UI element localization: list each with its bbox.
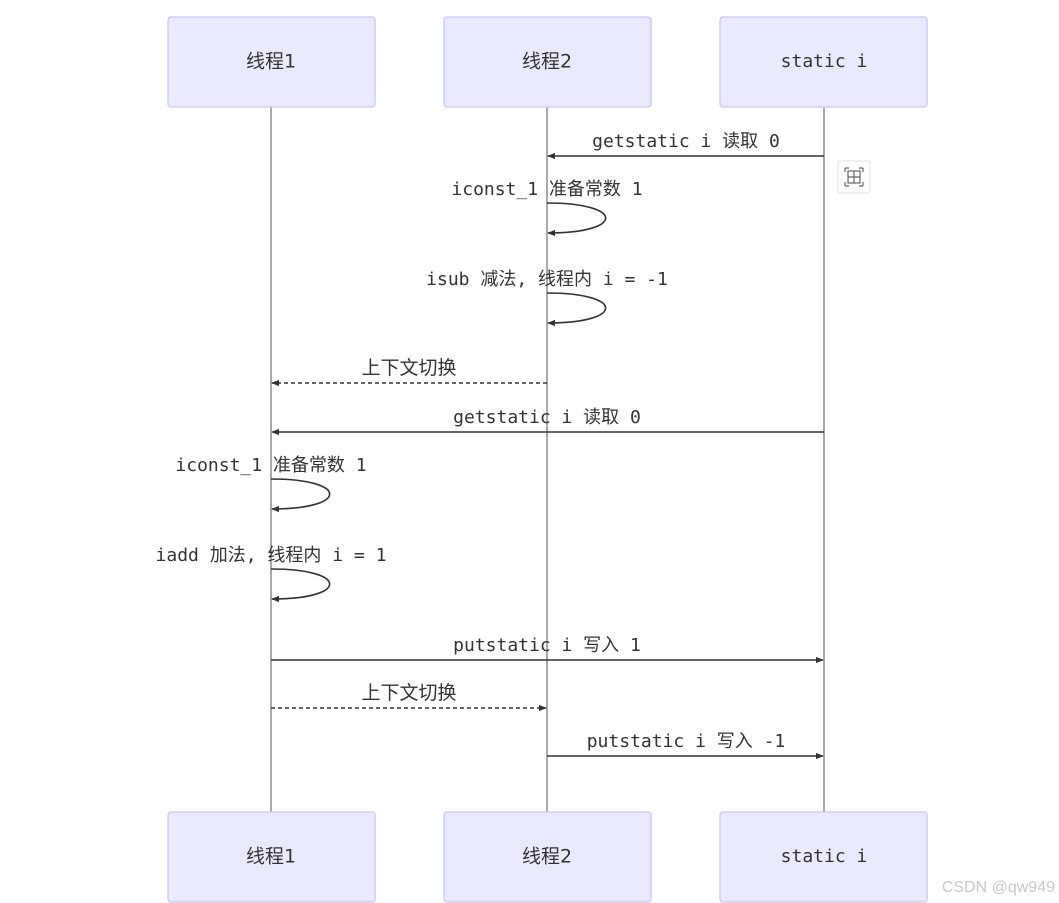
actor-label: 线程1 — [246, 846, 296, 868]
message-9-context-switch: 上下文切换 — [271, 682, 547, 712]
actor-label: 线程2 — [522, 51, 572, 73]
message-8: putstatic i 写入 1 — [271, 635, 824, 664]
message-10: putstatic i 写入 -1 — [547, 731, 824, 760]
actor-thread1-top: 线程1 — [167, 16, 376, 108]
message-4-context-switch: 上下文切换 — [271, 357, 547, 387]
watermark: CSDN @qw949 — [942, 879, 1055, 896]
message-label: putstatic i 写入 1 — [453, 635, 641, 656]
actor-label: static i — [781, 51, 868, 72]
actor-thread2-bottom: 线程2 — [443, 811, 652, 903]
actor-label: 线程1 — [246, 51, 296, 73]
message-label: getstatic i 读取 0 — [453, 407, 641, 428]
actor-thread1-bottom: 线程1 — [167, 811, 376, 903]
message-2-self: iconst_1 准备常数 1 — [451, 179, 643, 237]
message-label: isub 减法, 线程内 i = -1 — [426, 269, 668, 290]
message-label: iconst_1 准备常数 1 — [451, 179, 642, 200]
message-1: getstatic i 读取 0 — [547, 131, 824, 160]
actor-static-i-top: static i — [719, 16, 928, 108]
actor-static-i-bottom: static i — [719, 811, 928, 903]
message-label: iadd 加法, 线程内 i = 1 — [156, 545, 387, 566]
message-label: putstatic i 写入 -1 — [587, 731, 786, 752]
message-6-self: iconst_1 准备常数 1 — [175, 455, 367, 513]
actor-label: 线程2 — [522, 846, 572, 868]
fit-view-icon[interactable] — [837, 160, 871, 194]
actor-thread2-top: 线程2 — [443, 16, 652, 108]
message-7-self: iadd 加法, 线程内 i = 1 — [156, 545, 387, 603]
message-label: 上下文切换 — [361, 682, 456, 704]
message-label: getstatic i 读取 0 — [592, 131, 780, 152]
message-3-self: isub 减法, 线程内 i = -1 — [426, 269, 668, 327]
message-label: iconst_1 准备常数 1 — [175, 455, 366, 476]
message-5: getstatic i 读取 0 — [271, 407, 824, 436]
actor-label: static i — [781, 846, 868, 867]
message-label: 上下文切换 — [361, 357, 456, 379]
